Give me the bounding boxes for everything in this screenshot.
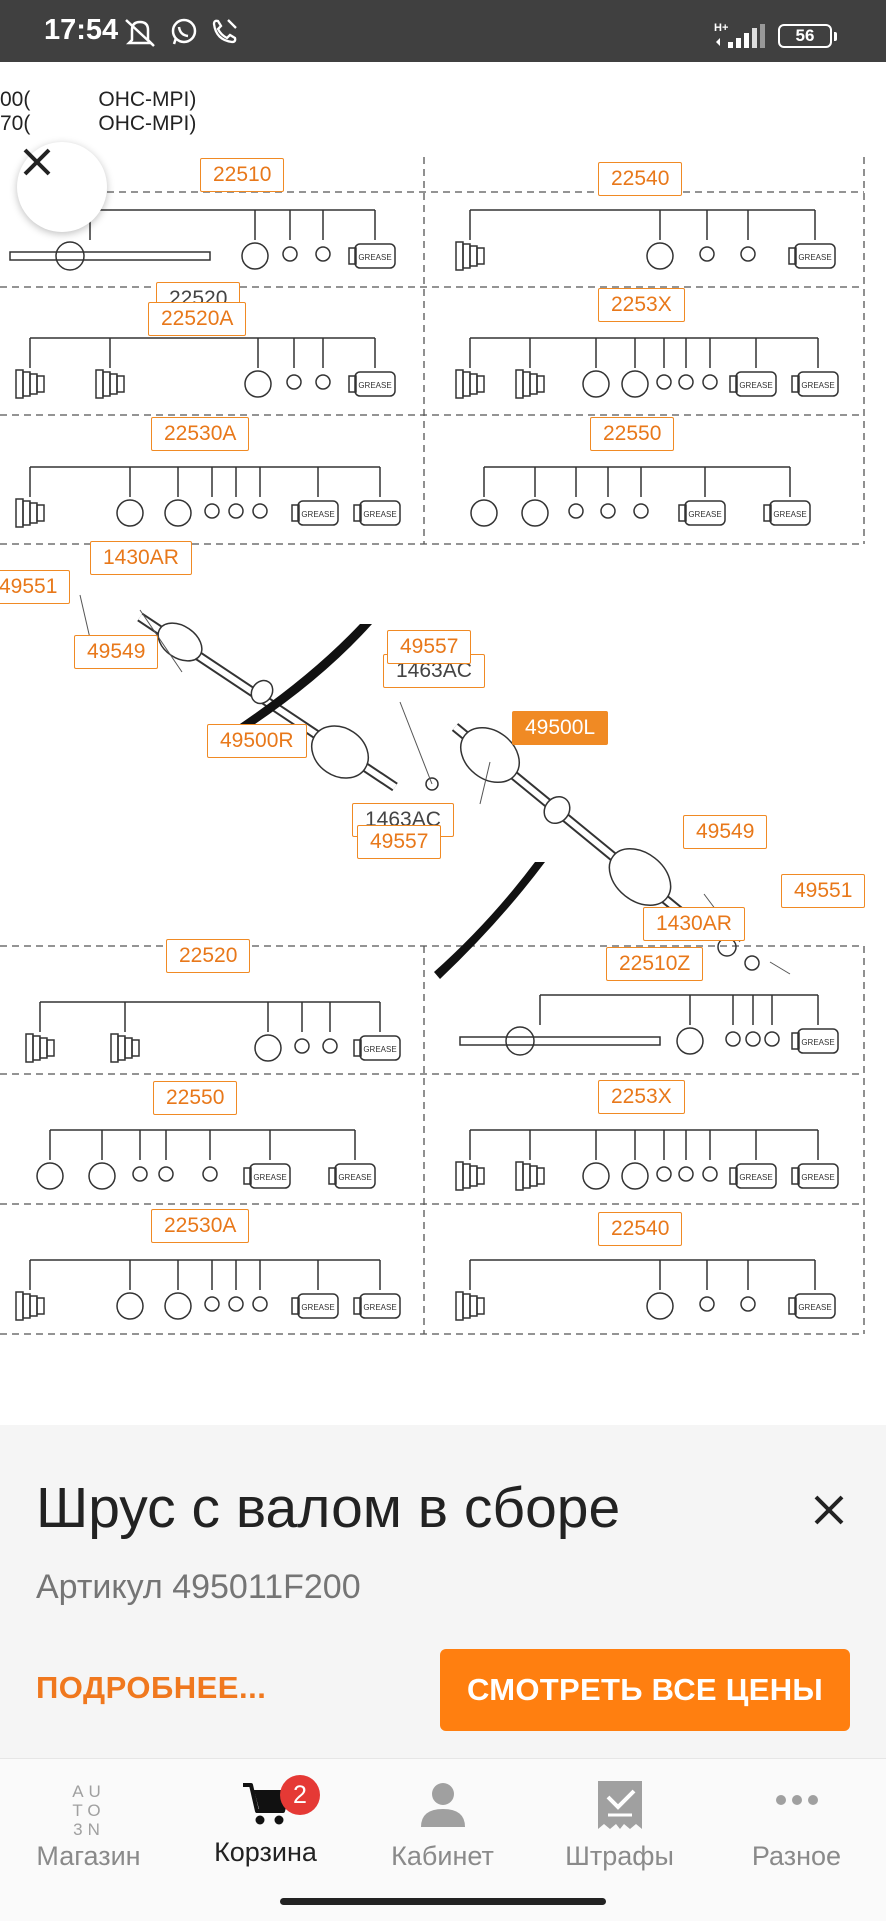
gesture-bar (280, 1898, 606, 1905)
callout-22520-lower[interactable]: 22520 (166, 939, 251, 973)
callout-22530a-lower[interactable]: 22530A (151, 1209, 250, 1243)
view-all-prices-button[interactable]: СМОТРЕТЬ ВСЕ ЦЕНЫ (440, 1649, 850, 1731)
close-sheet-button[interactable] (804, 1485, 854, 1535)
more-details-link[interactable]: ПОДРОБНЕЕ... (36, 1670, 267, 1705)
status-bar: 17:54 H+ 56 (0, 0, 886, 62)
svg-text:GREASE: GREASE (363, 1045, 396, 1054)
svg-text:GREASE: GREASE (739, 1173, 772, 1182)
callout-49557-top[interactable]: 49557 (387, 630, 472, 664)
cart-count-badge: 2 (280, 1775, 320, 1815)
callout-22550-lower[interactable]: 22550 (153, 1081, 238, 1115)
part-title: Шрус с валом в сборе (36, 1476, 621, 1540)
nav-label-fines: Штрафы (565, 1841, 674, 1871)
svg-text:GREASE: GREASE (358, 381, 391, 390)
phone-off-icon (208, 16, 240, 53)
svg-text:GREASE: GREASE (801, 1038, 834, 1047)
battery-indicator: 56 (778, 24, 837, 48)
nav-item-shop[interactable]: AU TO 3N Магазин (0, 1759, 177, 1899)
close-icon (814, 1495, 844, 1525)
callout-22510z[interactable]: 22510Z (606, 947, 704, 981)
nav-item-cart[interactable]: Корзина (177, 1759, 354, 1899)
callout-22510[interactable]: 22510 (200, 158, 285, 192)
nav-label-misc: Разное (751, 1841, 842, 1871)
part-article: Артикул 495011F200 (36, 1568, 361, 1606)
mute-icon (122, 16, 158, 53)
engine-note: 00(OHC-MPI) 70(OHC-MPI) (0, 88, 197, 135)
svg-text:GREASE: GREASE (801, 381, 834, 390)
person-icon (419, 1781, 467, 1832)
svg-text:GREASE: GREASE (358, 253, 391, 262)
part-info-sheet: Шрус с валом в сборе Артикул 495011F200 … (0, 1425, 886, 1758)
svg-text:GREASE: GREASE (739, 381, 772, 390)
svg-text:AU: AU (72, 1782, 106, 1801)
svg-text:GREASE: GREASE (798, 1303, 831, 1312)
svg-text:TO: TO (72, 1801, 105, 1820)
svg-text:3N: 3N (73, 1820, 105, 1837)
callout-49549-right[interactable]: 49549 (683, 815, 768, 849)
autodoc-logo-icon: AU TO 3N (59, 1777, 119, 1842)
callout-1430ar-left[interactable]: 1430AR (90, 541, 192, 575)
svg-text:GREASE: GREASE (338, 1173, 371, 1182)
nav-item-misc[interactable]: Разное (708, 1759, 885, 1899)
svg-text:GREASE: GREASE (798, 253, 831, 262)
more-dots-icon (775, 1793, 819, 1812)
callout-49549-left[interactable]: 49549 (74, 635, 159, 669)
callout-22550[interactable]: 22550 (590, 417, 675, 451)
svg-text:GREASE: GREASE (301, 510, 334, 519)
svg-text:GREASE: GREASE (801, 1173, 834, 1182)
svg-text:GREASE: GREASE (688, 510, 721, 519)
svg-text:GREASE: GREASE (363, 1303, 396, 1312)
callout-2253x[interactable]: 2253X (598, 288, 685, 322)
nav-item-account[interactable]: Кабинет (354, 1759, 531, 1899)
close-icon (23, 148, 51, 176)
svg-text:GREASE: GREASE (301, 1303, 334, 1312)
parts-diagram-drawing: GREASE GREASE GREASE GREASE GREASE GREASE GREA… (0, 157, 865, 1335)
svg-text:GREASE: GREASE (363, 510, 396, 519)
signal-icon (712, 24, 770, 55)
nav-label-shop: Магазин (36, 1841, 141, 1871)
callout-22540[interactable]: 22540 (598, 162, 683, 196)
callout-49500r[interactable]: 49500R (207, 724, 307, 758)
network-type: H+ (714, 22, 729, 34)
callout-49557-bottom[interactable]: 49557 (357, 825, 442, 859)
svg-text:GREASE: GREASE (773, 510, 806, 519)
svg-text:GREASE: GREASE (253, 1173, 286, 1182)
callout-2253x-lower[interactable]: 2253X (598, 1080, 685, 1114)
nav-item-fines[interactable]: Штрафы (531, 1759, 708, 1899)
nav-label-account: Кабинет (391, 1841, 494, 1871)
status-time: 17:54 (44, 14, 119, 46)
callout-49551-right[interactable]: 49551 (781, 874, 866, 908)
bottom-navigation: AU TO 3N Магазин Корзина 2 Кабинет Штраф… (0, 1758, 886, 1921)
callout-1430ar-right[interactable]: 1430AR (643, 907, 745, 941)
callout-49500l-selected[interactable]: 49500L (512, 711, 609, 745)
callout-22520a[interactable]: 22520A (148, 302, 247, 336)
callout-49551-left[interactable]: 49551 (0, 570, 71, 604)
callout-22540-lower[interactable]: 22540 (598, 1212, 683, 1246)
nav-label-cart: Корзина (214, 1837, 317, 1867)
callout-22530a[interactable]: 22530A (151, 417, 250, 451)
close-diagram-button[interactable] (17, 142, 107, 232)
receipt-icon (596, 1779, 644, 1836)
parts-diagram[interactable]: GREASE GREASE GREASE GREASE GREASE GREASE GREA… (0, 62, 886, 1362)
whatsapp-icon (168, 16, 200, 53)
